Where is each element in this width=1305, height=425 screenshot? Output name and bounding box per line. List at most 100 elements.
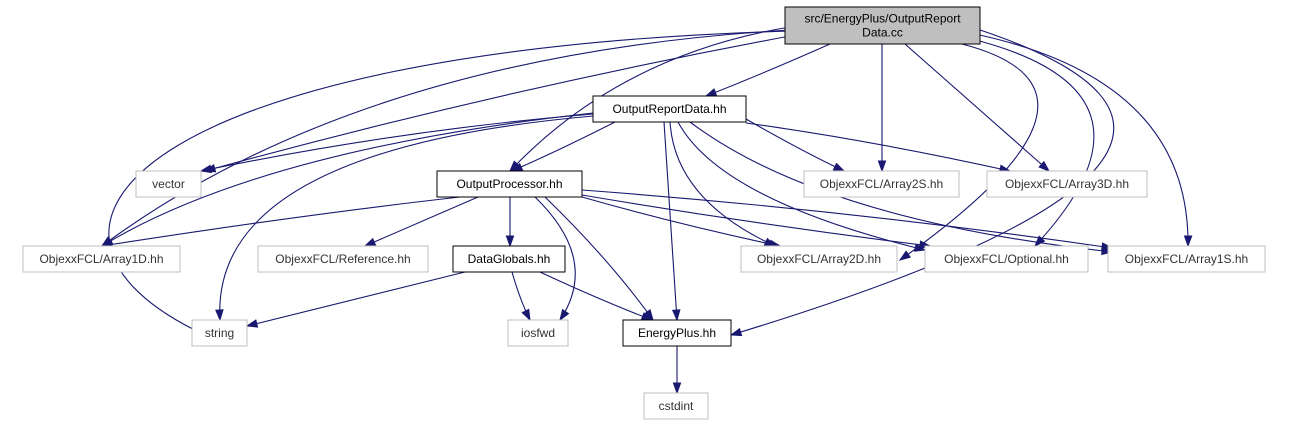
node-label: DataGlobals.hh — [468, 252, 551, 266]
edge-root-to-array1d — [100, 29, 791, 247]
node-label: ObjexxFCL/Array3D.hh — [1005, 177, 1129, 191]
edge-line — [904, 43, 1050, 172]
node-array1s[interactable]: ObjexxFCL/Array1S.hh — [1107, 245, 1266, 273]
node-label: iosfwd — [521, 326, 555, 340]
node-box — [592, 95, 747, 123]
arrowhead-icon — [704, 88, 718, 97]
node-box — [643, 392, 709, 420]
arrowhead-icon — [671, 309, 681, 322]
edge-line — [219, 115, 594, 321]
edge-line — [509, 26, 791, 172]
edge-line — [534, 196, 576, 321]
edge-line — [108, 30, 791, 336]
node-dataglobals[interactable]: DataGlobals.hh — [452, 245, 566, 273]
node-box — [22, 245, 181, 273]
node-outproc[interactable]: OutputProcessor.hh — [436, 170, 583, 198]
node-label: src/EnergyPlus/OutputReport — [804, 12, 961, 26]
node-cstdint[interactable]: cstdint — [643, 392, 709, 420]
edge-ord-to-string — [215, 115, 594, 322]
edge-line — [204, 35, 791, 172]
edge-energyplus-to-cstdint — [672, 346, 682, 395]
edge-line — [967, 37, 1095, 247]
edge-line — [669, 121, 776, 247]
edge-root-to-array1s — [974, 33, 1193, 248]
node-array2s[interactable]: ObjexxFCL/Array2S.hh — [803, 170, 960, 198]
edge-line — [539, 271, 653, 321]
edge-dataglobals-to-string — [245, 271, 466, 328]
node-label: ObjexxFCL/Array1S.hh — [1125, 252, 1248, 266]
node-box — [622, 319, 732, 347]
node-box — [135, 170, 202, 198]
node-box — [740, 245, 898, 273]
edge-line — [745, 122, 1011, 172]
arrowhead-icon — [832, 162, 846, 172]
node-label: Data.cc — [862, 26, 903, 40]
node-iosfwd[interactable]: iosfwd — [507, 319, 569, 347]
node-label: ObjexxFCL/Array2D.hh — [757, 252, 881, 266]
node-label: OutputReportData.hh — [612, 102, 726, 116]
node-reference[interactable]: ObjexxFCL/Reference.hh — [257, 245, 429, 273]
edge-dataglobals-to-iosfwd — [511, 271, 531, 322]
edge-line — [364, 196, 479, 247]
arrowhead-icon — [215, 309, 224, 322]
graph-nodes: src/EnergyPlus/OutputReportData.ccOutput… — [22, 6, 1266, 420]
edge-ord-to-array2s — [745, 118, 846, 172]
edge-ord-to-array2d — [669, 121, 777, 247]
node-array1d[interactable]: ObjexxFCL/Array1D.hh — [22, 245, 181, 273]
node-label: EnergyPlus.hh — [638, 326, 716, 340]
edge-line — [581, 196, 781, 247]
edge-line — [246, 271, 466, 327]
arrowhead-icon — [877, 160, 887, 173]
node-optional[interactable]: ObjexxFCL/Optional.hh — [924, 245, 1089, 273]
edge-line — [689, 121, 1113, 253]
arrowhead-icon — [729, 327, 743, 337]
arrowhead-icon — [559, 308, 570, 322]
edge-line — [677, 121, 926, 251]
arrowhead-icon — [245, 319, 259, 328]
node-box — [507, 319, 569, 347]
edge-line — [101, 196, 461, 247]
node-label: cstdint — [659, 399, 694, 413]
node-label: ObjexxFCL/Array2S.hh — [820, 177, 943, 191]
edge-outproc-to-reference — [363, 196, 479, 247]
arrowhead-icon — [1183, 235, 1193, 248]
arrowhead-icon — [672, 382, 682, 395]
arrowhead-icon — [505, 235, 515, 248]
edge-outproc-to-iosfwd — [534, 196, 576, 322]
edge-line — [705, 43, 831, 97]
node-array2d[interactable]: ObjexxFCL/Array2D.hh — [740, 245, 898, 273]
edge-root-to-ord — [704, 43, 831, 97]
edge-root-to-array2d — [898, 43, 1039, 261]
node-box — [257, 245, 429, 273]
edge-line — [974, 33, 1189, 247]
node-vector[interactable]: vector — [135, 170, 202, 198]
node-box — [924, 245, 1089, 273]
edge-root-to-array2s — [877, 44, 887, 173]
edge-line — [544, 196, 654, 321]
node-label: OutputProcessor.hh — [456, 177, 562, 191]
node-array3d[interactable]: ObjexxFCL/Array3D.hh — [986, 170, 1148, 198]
graph-edges — [100, 26, 1193, 395]
edge-line — [511, 121, 616, 172]
node-box — [986, 170, 1148, 198]
edge-line — [730, 29, 1115, 336]
arrowhead-icon — [363, 237, 377, 247]
node-ord[interactable]: OutputReportData.hh — [592, 95, 747, 123]
arrowhead-icon — [521, 308, 531, 322]
node-energyplus[interactable]: EnergyPlus.hh — [622, 319, 732, 347]
node-box — [1107, 245, 1266, 273]
node-string[interactable]: string — [191, 319, 248, 347]
node-root[interactable]: src/EnergyPlus/OutputReportData.cc — [784, 6, 981, 45]
edge-line — [581, 194, 931, 247]
edge-root-to-optional — [967, 37, 1095, 248]
arrowhead-icon — [199, 164, 213, 174]
edge-root-to-array3d — [904, 43, 1051, 172]
node-box — [784, 6, 981, 45]
edge-line — [745, 118, 845, 172]
node-box — [191, 319, 248, 347]
node-label: ObjexxFCL/Reference.hh — [275, 252, 410, 266]
arrowhead-icon — [1038, 160, 1051, 172]
edge-line — [101, 112, 594, 247]
edge-root-to-energyplus — [729, 29, 1115, 337]
